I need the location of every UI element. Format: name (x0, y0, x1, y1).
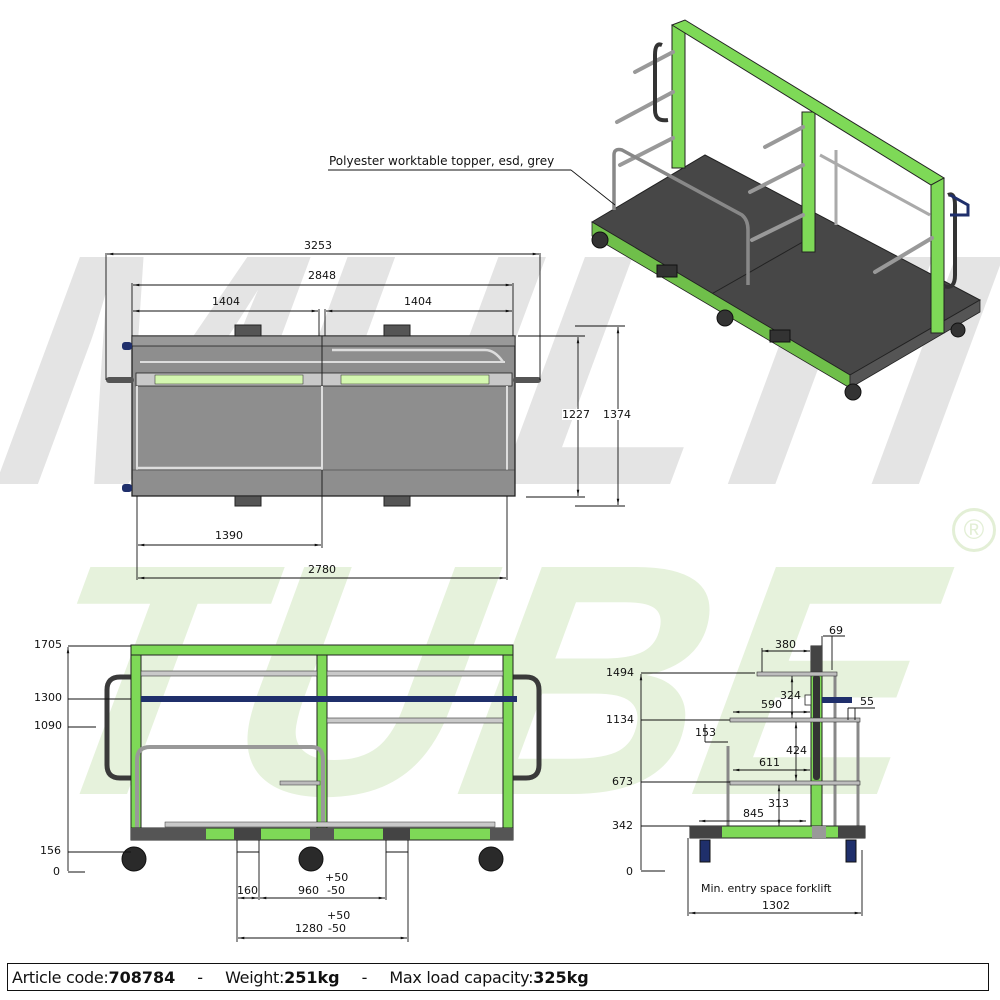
height-label-1134: 1134 (606, 713, 634, 726)
height-label-156: 156 (40, 844, 61, 857)
isometric-view (591, 19, 982, 401)
product-info-bar: Article code: 708784 - Weight: 251kg - M… (7, 963, 989, 991)
dim-right-half: 1404 (404, 295, 432, 308)
dim-half-inner: 1390 (215, 529, 243, 542)
dim-blue-bar: 55 (860, 695, 874, 708)
weight-label: Weight: (225, 967, 285, 987)
forklift-label: Min. entry space forklift (701, 882, 832, 895)
dim-arm-low-offset: 153 (695, 726, 716, 739)
dim-overall-with-handles: 3253 (304, 239, 332, 252)
dim-upright-offset: 69 (829, 624, 843, 637)
dim-arm-bottom: 845 (743, 807, 764, 820)
forklift-value: 1302 (762, 899, 790, 912)
dim-gap-top: 324 (780, 689, 801, 702)
dim-gap-bottom: 313 (768, 797, 789, 810)
top-view (105, 252, 625, 580)
height-label-673: 673 (612, 775, 633, 788)
dim-gap-mid: 424 (786, 744, 807, 757)
dim-frame-width: 2848 (308, 269, 336, 282)
height-label-342: 342 (612, 819, 633, 832)
dim-depth-overall: 1374 (603, 408, 631, 421)
height-label-1090: 1090 (34, 719, 62, 732)
callout-label: Polyester worktable topper, esd, grey (329, 154, 555, 168)
weight-value: 251kg (284, 967, 340, 987)
dim-arm-low: 611 (759, 756, 780, 769)
dim-fork-gap-tol-minus: -50 (327, 884, 345, 897)
dim-inner-width: 2780 (308, 563, 336, 576)
dim-fork-span: 1280 (295, 922, 323, 935)
height-label-0: 0 (626, 865, 633, 878)
dim-left-half: 1404 (212, 295, 240, 308)
separator: - (197, 967, 204, 987)
dim-fork-gap: 960 (298, 884, 319, 897)
height-label-1300: 1300 (34, 691, 62, 704)
capacity-label: Max load capacity: (389, 967, 534, 987)
article-code-value: 708784 (108, 967, 176, 987)
article-code-label: Article code: (12, 967, 109, 987)
dim-arm-top: 380 (775, 638, 796, 651)
height-label-1494: 1494 (606, 666, 634, 679)
height-label-1705: 1705 (34, 638, 62, 651)
dim-fork-gap-tol-plus: +50 (325, 871, 349, 884)
capacity-value: 325kg (533, 967, 589, 987)
front-view (66, 644, 542, 942)
side-view (639, 635, 875, 916)
registered-mark: ® (952, 508, 996, 552)
dim-depth-inner: 1227 (562, 408, 590, 421)
separator: - (361, 967, 368, 987)
callout-leader (328, 169, 616, 206)
dim-offset: 160 (237, 884, 258, 897)
height-label-0: 0 (53, 865, 60, 878)
dim-arm-mid: 590 (761, 698, 782, 711)
dim-fork-span-tol-plus: +50 (327, 909, 351, 922)
dim-fork-span-tol-minus: -50 (328, 922, 346, 935)
